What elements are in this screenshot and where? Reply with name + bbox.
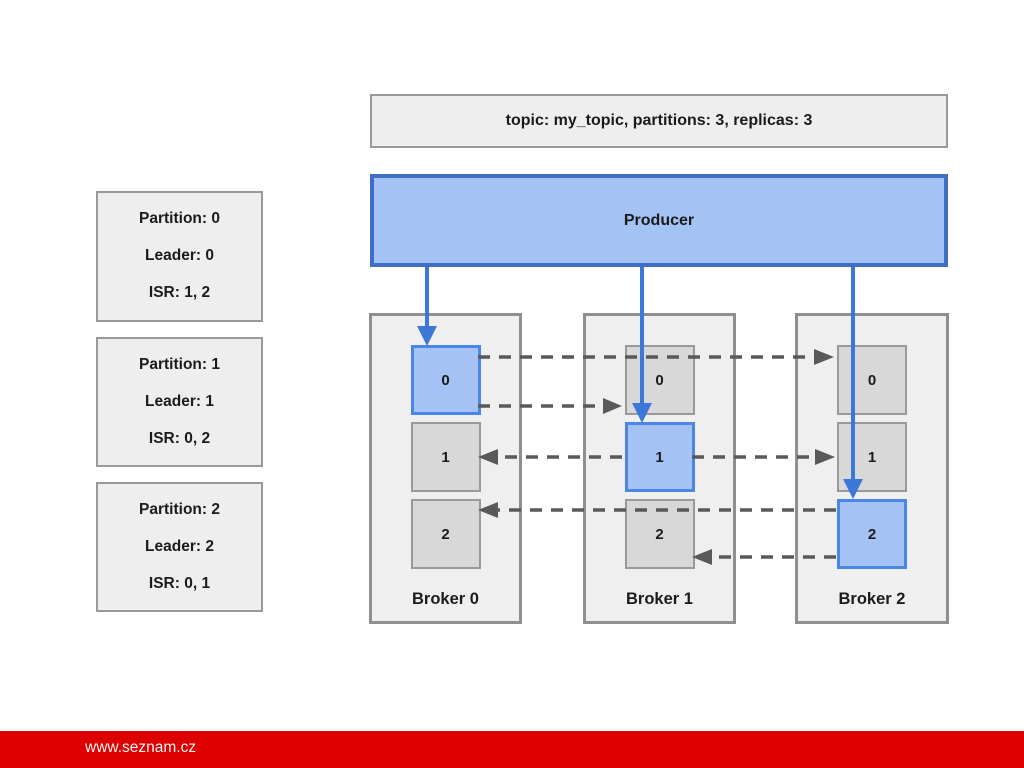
partition-square-broker1-p0: 0	[624, 345, 695, 415]
partition-line: Partition: 1	[139, 356, 220, 373]
footer-bar: www.seznam.cz	[0, 731, 1024, 768]
partition-square-broker2-p0: 0	[837, 345, 907, 415]
isr-line: ISR: 1, 2	[148, 284, 211, 301]
footer-url: www.seznam.cz	[85, 739, 197, 756]
partition-number: 1	[655, 448, 664, 466]
isr-line: ISR: 0, 1	[148, 575, 211, 592]
partition-number: 0	[867, 371, 877, 389]
leader-line: Leader: 0	[145, 247, 214, 264]
producer-box: Producer	[370, 174, 948, 267]
partition-number: 2	[867, 525, 877, 543]
partition-square-broker0-p1: 1	[410, 422, 481, 492]
broker-label: Broker 2	[838, 590, 906, 608]
partition-line: Partition: 0	[139, 210, 220, 227]
partition-number: 0	[655, 371, 664, 389]
partition-number: 1	[441, 448, 450, 466]
leader-line: Leader: 2	[145, 538, 214, 555]
broker-box-0: 0 1 2 Broker 0	[369, 313, 522, 624]
partition-number: 0	[441, 371, 450, 389]
topic-info-text: topic: my_topic, partitions: 3, replicas…	[505, 112, 813, 129]
partition-info-box-0: Partition: 0 Leader: 0 ISR: 1, 2	[96, 191, 263, 322]
partition-square-broker0-p0: 0	[410, 345, 481, 415]
partition-number: 2	[441, 525, 450, 543]
partition-number: 2	[655, 525, 664, 543]
producer-label: Producer	[623, 211, 695, 229]
partition-number: 1	[867, 448, 877, 466]
leader-line: Leader: 1	[145, 393, 214, 410]
broker-box-1: 0 1 2 Broker 1	[583, 313, 736, 624]
partition-square-broker1-p2: 2	[624, 499, 695, 569]
broker-label: Broker 1	[626, 590, 693, 608]
partition-square-broker2-p2: 2	[837, 499, 907, 569]
partition-square-broker0-p2: 2	[410, 499, 481, 569]
partition-line: Partition: 2	[139, 501, 220, 518]
broker-box-2: 0 1 2 Broker 2	[795, 313, 949, 624]
partition-info-box-2: Partition: 2 Leader: 2 ISR: 0, 1	[96, 482, 263, 612]
broker-label: Broker 0	[412, 590, 479, 608]
isr-line: ISR: 0, 2	[148, 430, 211, 447]
partition-square-broker2-p1: 1	[837, 422, 907, 492]
partition-info-box-1: Partition: 1 Leader: 1 ISR: 0, 2	[96, 337, 263, 467]
topic-info-box: topic: my_topic, partitions: 3, replicas…	[370, 94, 948, 148]
partition-square-broker1-p1: 1	[624, 422, 695, 492]
